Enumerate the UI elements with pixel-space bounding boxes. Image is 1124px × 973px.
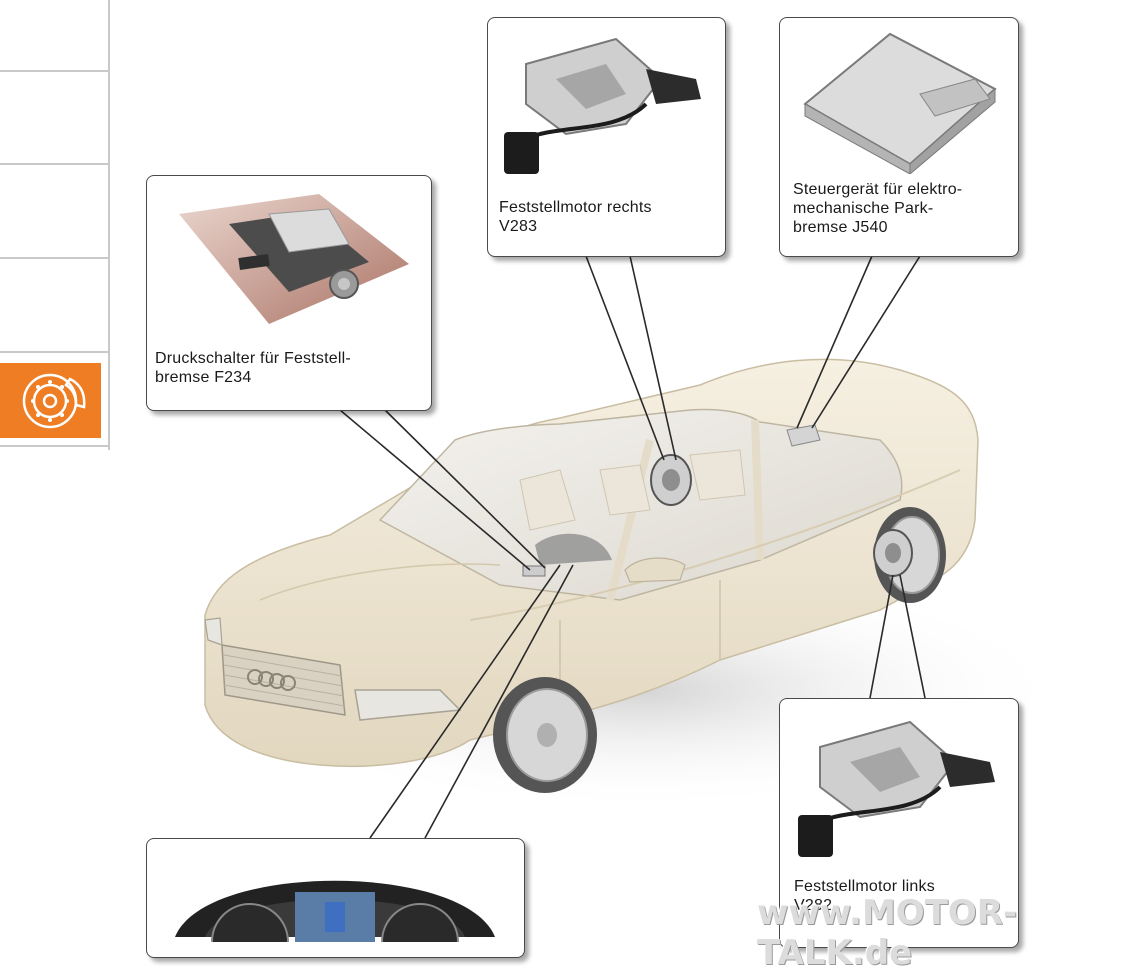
- sidebar-divider: [108, 0, 110, 450]
- motor-right-image: [504, 37, 701, 174]
- dashboard-area: [535, 533, 612, 565]
- sidebar-separator: [0, 163, 108, 165]
- instrument-cluster-image: [175, 880, 495, 942]
- sidebar-separator: [0, 351, 108, 353]
- brake-disc-icon: [22, 373, 86, 429]
- sidebar: [0, 0, 112, 450]
- b-pillar: [751, 419, 764, 561]
- sidebar-separator: [0, 445, 108, 447]
- front-wheel: [493, 677, 597, 793]
- control-unit-image: [803, 32, 997, 174]
- motor-left-label: Feststellmotor links V282: [794, 878, 935, 914]
- brake-disc-rear-left: [873, 529, 913, 577]
- callout-motor-left: Feststellmotor links V282: [779, 698, 1019, 948]
- switch-console-image: [179, 194, 409, 324]
- car-seats: [519, 449, 746, 531]
- a-pillar: [606, 439, 654, 601]
- brake-disc-rear-right: [650, 454, 692, 506]
- sidebar-item-brake[interactable]: [0, 363, 101, 438]
- hood-line: [259, 563, 501, 601]
- body-crease: [469, 469, 961, 621]
- control-unit-label: Steuergerät für elektro- mechanische Par…: [793, 181, 963, 236]
- callout-control-unit: Steuergerät für elektro- mechanische Par…: [779, 17, 1019, 257]
- diagram-stage: Druckschalter für Feststell- bremse F234…: [0, 0, 1070, 973]
- callout-switch: Druckschalter für Feststell- bremse F234: [146, 175, 432, 411]
- motor-right-label: Feststellmotor rechts V283: [499, 199, 652, 235]
- watermark: www.MOTOR-TALK.de: [757, 893, 1018, 973]
- audi-logo: [247, 669, 296, 691]
- side-mirror: [624, 557, 686, 583]
- sidebar-separator: [0, 70, 108, 72]
- callout-motor-right: Feststellmotor rechts V283: [487, 17, 726, 257]
- leader-lines: [339, 255, 926, 839]
- switch-label: Druckschalter für Feststell- bremse F234: [155, 350, 351, 386]
- callout-instrument-cluster: [146, 838, 525, 958]
- motor-left-image: [798, 720, 995, 857]
- control-unit-marker: [786, 424, 821, 447]
- headlight-left: [204, 617, 223, 646]
- grille-bars: [223, 654, 346, 707]
- switch-marker: [522, 565, 546, 577]
- sidebar-separator: [0, 257, 108, 259]
